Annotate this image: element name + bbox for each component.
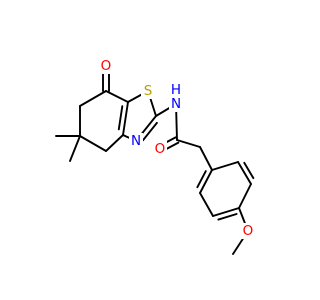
atom-label-n-thiazole: N xyxy=(131,133,141,149)
atom-label-o-methoxy: O xyxy=(243,223,254,239)
bond xyxy=(243,161,255,180)
bond xyxy=(122,101,129,136)
bond xyxy=(79,90,107,107)
atom-label-h-amide: H xyxy=(171,82,181,98)
bond xyxy=(79,135,107,152)
bond xyxy=(199,146,213,171)
bond xyxy=(199,169,213,194)
bond xyxy=(211,161,239,171)
label-background xyxy=(241,223,255,239)
bond xyxy=(105,134,124,152)
bond xyxy=(141,121,158,142)
bond xyxy=(238,183,252,209)
bond xyxy=(196,170,207,189)
label-background xyxy=(99,58,113,74)
label-background xyxy=(169,96,183,112)
bond xyxy=(237,161,252,185)
bond xyxy=(117,105,124,131)
bond xyxy=(217,213,238,221)
atom-label-o-ketone: O xyxy=(101,58,112,74)
bond xyxy=(69,135,81,162)
label-background xyxy=(169,82,183,98)
label-background xyxy=(129,133,143,149)
atom-label-o-amide: O xyxy=(155,141,166,157)
bond xyxy=(199,192,214,217)
atom-label-s-thiazole: S xyxy=(144,83,153,99)
bond xyxy=(105,90,129,103)
bond xyxy=(212,207,240,217)
label-background xyxy=(141,83,155,99)
label-background xyxy=(153,141,167,157)
bond xyxy=(176,139,201,148)
atom-label-n-amide: N xyxy=(171,96,181,112)
